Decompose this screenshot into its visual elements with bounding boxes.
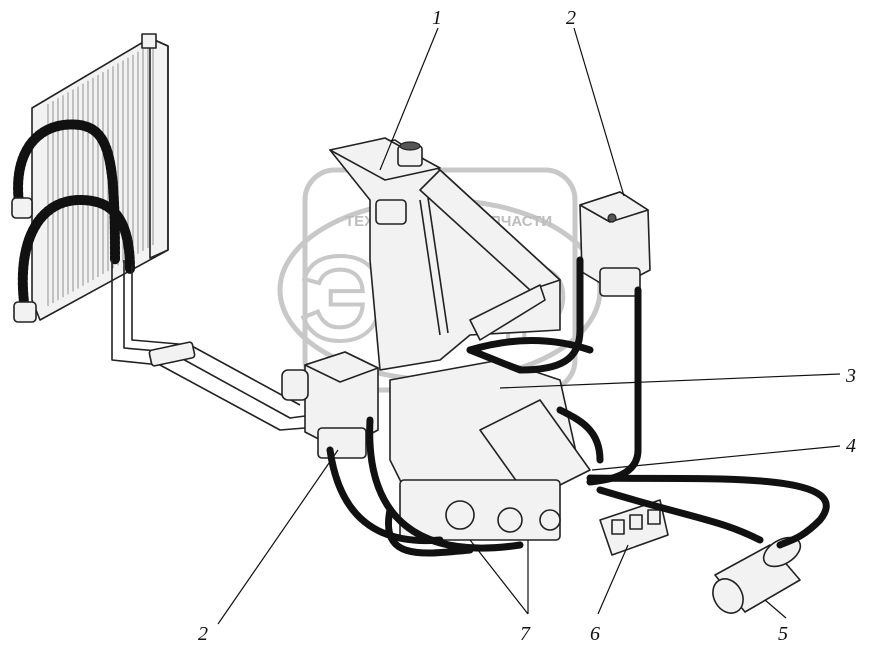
pump-left: [281, 351, 379, 459]
filler-cap-top: [399, 141, 421, 151]
pump-left-base: [317, 427, 367, 459]
callout-1: 1: [432, 7, 442, 29]
callout-5: 5: [778, 623, 788, 645]
callout-2-top: 2: [566, 7, 576, 29]
hydraulic-tank: [329, 137, 561, 371]
hose-fitting-upper: [11, 197, 33, 219]
distributor-section-3: [647, 509, 661, 525]
leader-2-top: [573, 27, 625, 197]
pump-right: [579, 191, 651, 297]
leader-lines: [217, 27, 841, 625]
hose-left-loop-3: [385, 506, 474, 557]
pump-right-top: [579, 191, 649, 223]
radiator-side: [149, 37, 169, 259]
valve-body: [399, 479, 561, 541]
cylinder-end: [712, 578, 744, 614]
cylinder-head: [762, 536, 802, 568]
callout-6: 6: [590, 623, 600, 645]
tank-level-gauge-2: [427, 197, 449, 334]
rigid-pipe-3: [131, 265, 301, 406]
callout-labels: 1 2 3 4 2 7 6 5: [198, 7, 856, 645]
hose-pump-right-to-tank: [466, 256, 584, 374]
hose-block-right: [556, 406, 604, 464]
oil-cooler-radiator: [31, 33, 169, 321]
callout-7: 7: [520, 623, 531, 645]
leader-4: [591, 445, 841, 471]
pump-right-bolt: [607, 213, 617, 223]
hose-left-loop-2: [326, 446, 444, 545]
leader-5: [764, 599, 787, 619]
distributor-section-2: [629, 514, 643, 530]
pump-left-inlet: [281, 369, 309, 401]
tank-sight-panel: [469, 284, 546, 341]
leader-3: [499, 373, 841, 389]
leader-6: [597, 544, 629, 615]
callout-2-bottom: 2: [198, 623, 208, 645]
rigid-pipes: [111, 260, 306, 431]
valve-port-3: [539, 509, 561, 531]
corrugated-hose-lower: [17, 195, 135, 315]
tank-level-gauge: [419, 199, 441, 336]
hose-tank-upper: [466, 337, 594, 354]
valve-port-2: [497, 507, 523, 533]
valve-port-1: [445, 500, 475, 530]
distributor-block: [599, 499, 669, 556]
pump-left-top: [304, 351, 379, 383]
pipe-clamp: [148, 341, 196, 367]
corrugated-hoses: [11, 119, 135, 323]
callout-4: 4: [846, 435, 856, 457]
hose-return-cylinder: [586, 474, 830, 549]
control-block: [389, 359, 591, 541]
hose-fitting-lower: [13, 301, 37, 323]
hose-to-cylinder: [596, 486, 764, 544]
pressure-hoses: [326, 256, 830, 557]
leader-1: [379, 27, 439, 171]
leader-7a: [469, 539, 529, 615]
leader-2-bottom: [217, 449, 339, 625]
radiator-fins: [47, 43, 154, 306]
radiator-cap: [141, 33, 157, 49]
filter-housing: [479, 399, 591, 501]
distributor-section-1: [611, 519, 625, 535]
pump-right-base: [599, 267, 641, 297]
hose-left-loop-1: [366, 416, 524, 552]
accumulator-cylinder: [712, 536, 802, 614]
rigid-pipe-1: [111, 260, 306, 431]
callout-3: 3: [845, 365, 856, 387]
tank-outlet-fitting: [375, 199, 407, 225]
corrugated-hose-upper: [13, 119, 120, 265]
